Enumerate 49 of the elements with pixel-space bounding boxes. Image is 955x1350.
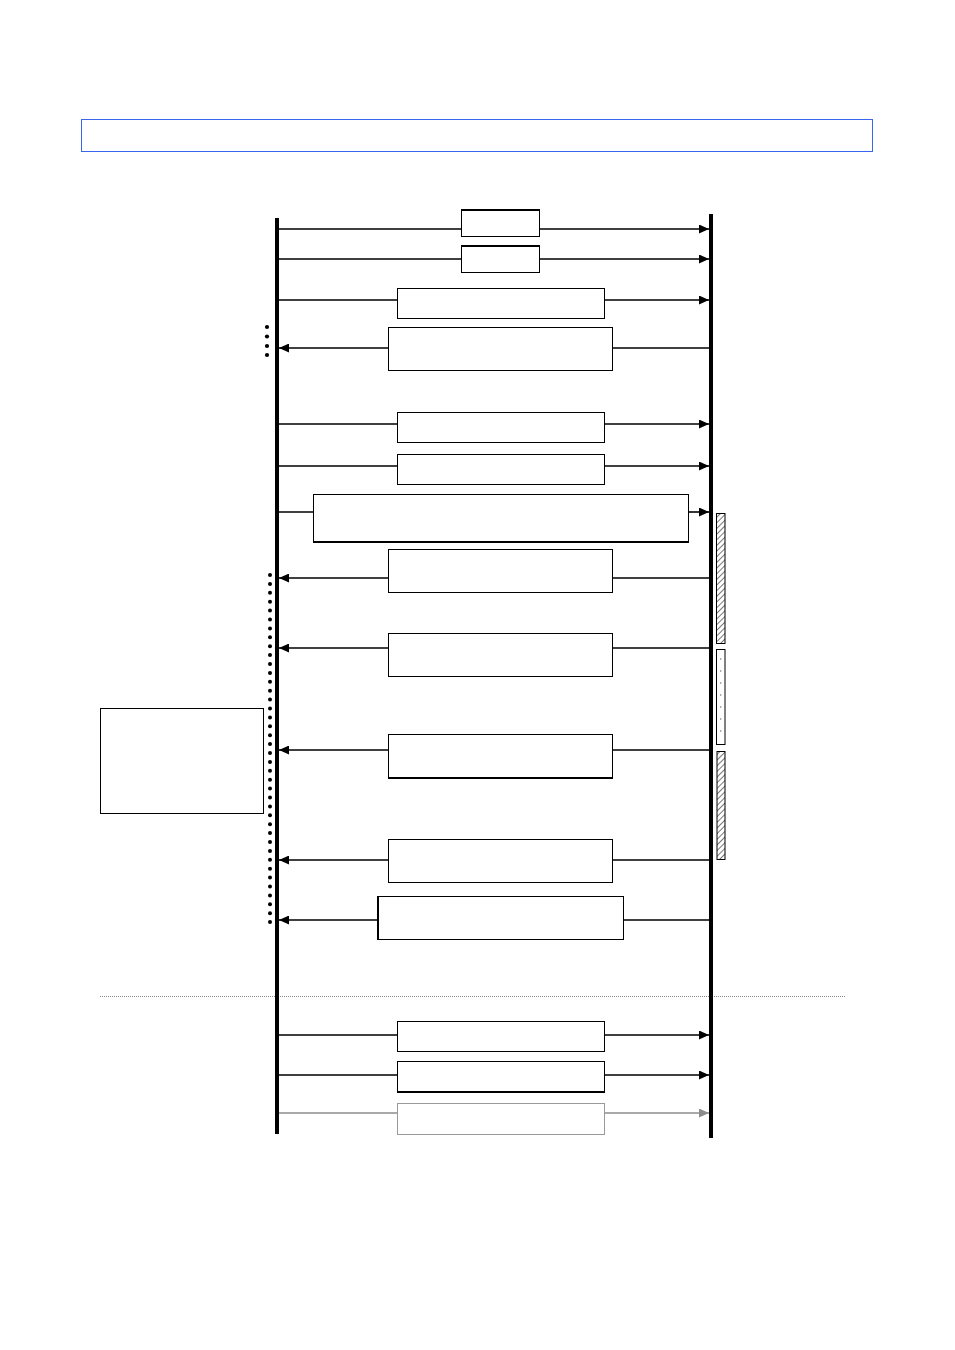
- arrow: [278, 855, 389, 865]
- connector-line: [278, 511, 314, 513]
- connector-line: [612, 749, 710, 751]
- message-box: [397, 1061, 605, 1093]
- message-box: [377, 896, 624, 940]
- message-box: [388, 633, 613, 677]
- arrow: [278, 343, 389, 353]
- message-box: [397, 454, 605, 485]
- connector-line: [278, 465, 398, 467]
- message-box: [388, 734, 613, 779]
- arrow: [539, 254, 710, 264]
- connector-line: [278, 1074, 398, 1076]
- message-box: [313, 494, 689, 543]
- connector-line: [278, 423, 398, 425]
- connector-line: [278, 1034, 398, 1036]
- connector-line: [278, 1112, 398, 1114]
- arrow: [278, 643, 389, 653]
- message-box: [388, 839, 613, 883]
- arrow: [278, 745, 389, 755]
- message-box: [397, 1103, 605, 1135]
- connector-line: [612, 577, 710, 579]
- arrow: [278, 915, 378, 925]
- note-box: [100, 708, 264, 814]
- arrow: [604, 1108, 710, 1118]
- arrow: [604, 1030, 710, 1040]
- arrow: [604, 1070, 710, 1080]
- connector-line: [278, 258, 462, 260]
- connector-line: [278, 228, 462, 230]
- title-box: [81, 119, 873, 152]
- arrow: [604, 295, 710, 305]
- lifeline-bar: [709, 214, 713, 1138]
- message-box: [461, 245, 540, 273]
- connector-line: [612, 647, 710, 649]
- lifeline-bar: [275, 218, 279, 1134]
- arrow: [278, 573, 389, 583]
- connector-line: [612, 347, 710, 349]
- arrow: [604, 419, 710, 429]
- arrow: [604, 461, 710, 471]
- message-box: [388, 549, 613, 593]
- connector-line: [612, 859, 710, 861]
- message-box: [461, 209, 540, 237]
- message-box: [397, 412, 605, 443]
- arrow: [539, 224, 710, 234]
- message-box: [388, 327, 613, 371]
- connector-line: [278, 299, 398, 301]
- message-box: [397, 1021, 605, 1052]
- connector-line: [623, 919, 710, 921]
- arrow: [688, 507, 710, 517]
- message-box: [397, 288, 605, 319]
